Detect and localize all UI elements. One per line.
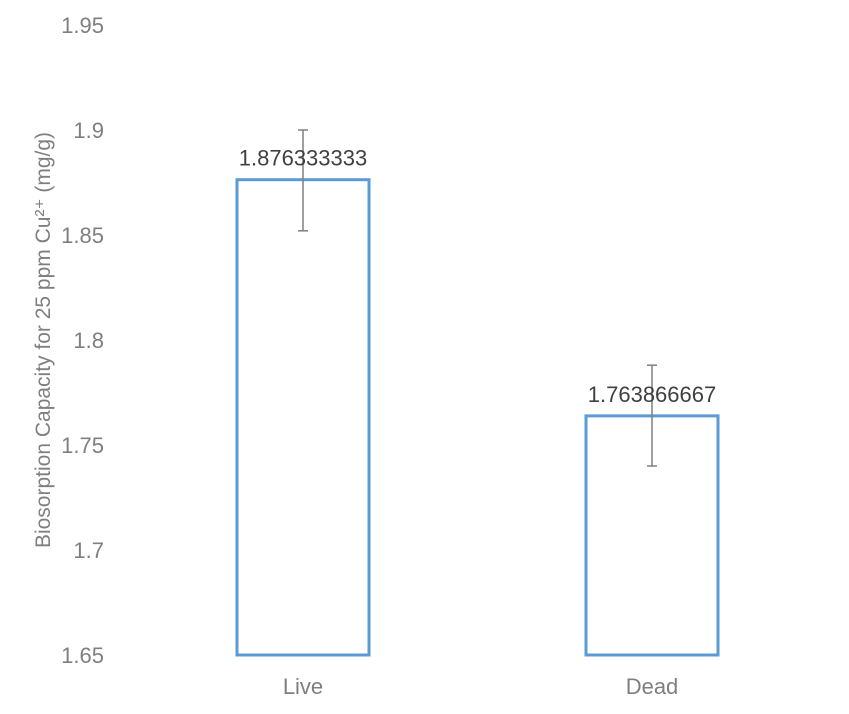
bars-group [235,178,720,657]
y-tick-label: 1.9 [73,118,104,143]
x-tick-label: Live [283,674,323,699]
data-label: 1.876333333 [239,146,367,171]
y-tick-label: 1.65 [61,643,104,668]
error-bars-group [298,129,657,467]
x-axis-labels: Live Dead [283,674,678,699]
y-axis-title: Biosorption Capacity for 25 ppm Cu²⁺ (mg… [32,132,55,548]
y-tick-label: 1.85 [61,223,104,248]
data-label: 1.763866667 [588,382,716,407]
data-labels-group: 1.876333333 1.763866667 [239,146,716,407]
y-tick-label: 1.75 [61,433,104,458]
x-tick-label: Dead [626,674,679,699]
y-tick-label: 1.7 [73,538,104,563]
y-tick-label: 1.95 [61,13,104,38]
y-tick-label: 1.8 [73,328,104,353]
bar-live [235,178,371,657]
y-axis-ticks: 1.65 1.7 1.75 1.8 1.85 1.9 1.95 [61,13,104,668]
